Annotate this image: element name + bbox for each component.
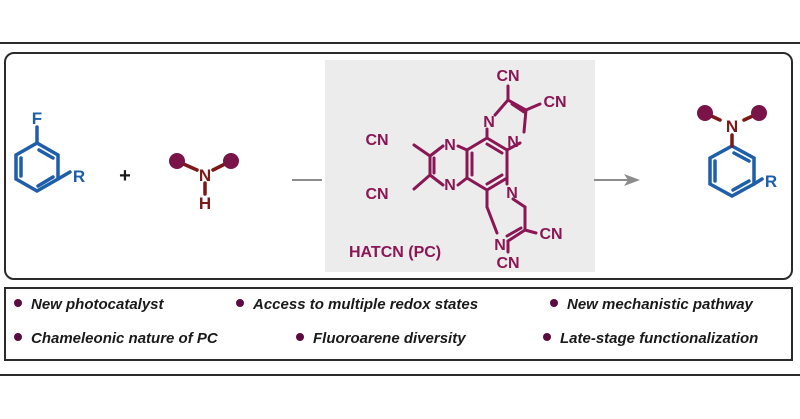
product-substituent-dot [751, 105, 767, 121]
reaction-scheme: F R + N H [14, 68, 777, 272]
plus-sign: + [119, 165, 131, 187]
amine-substituent-dot [169, 153, 185, 169]
nitrogen-atom-label: N [494, 237, 506, 254]
cyano-group-label: CN [365, 132, 388, 149]
fluorine-label: F [32, 109, 42, 128]
bullet-icon [14, 333, 22, 341]
nitrogen-atom-label: N [507, 134, 519, 151]
product-nitrogen-label: N [726, 117, 738, 136]
feature-text: New photocatalyst [31, 296, 164, 313]
amine-hydrogen-label: H [199, 194, 211, 213]
bullet-icon [14, 299, 22, 307]
bottom-rule [0, 374, 800, 376]
bullet-icon [296, 333, 304, 341]
feature-item: Chameleonic nature of PC [14, 330, 218, 347]
nitrogen-atom-label: N [506, 185, 518, 202]
catalyst-panel [325, 60, 595, 272]
top-rule [0, 42, 800, 44]
fluoroarene [14, 125, 72, 194]
cyano-group-label: CN [496, 255, 519, 272]
nitrogen-atom-label: N [444, 137, 456, 154]
bullet-icon [236, 299, 244, 307]
feature-text: Chameleonic nature of PC [31, 330, 218, 347]
bullet-icon [550, 299, 558, 307]
feature-item: Late-stage functionalization [543, 330, 758, 347]
amine-substituent-dot [223, 153, 239, 169]
feature-item: Fluoroarene diversity [296, 330, 466, 347]
hatcn-structure [412, 84, 542, 254]
feature-item: New mechanistic pathway [550, 296, 753, 313]
features-box: New photocatalyst Access to multiple red… [4, 287, 793, 361]
feature-text: Access to multiple redox states [253, 296, 479, 313]
cyano-group-label: CN [539, 226, 562, 243]
catalyst-name-label: HATCN (PC) [349, 244, 441, 261]
cyano-group-label: CN [543, 94, 566, 111]
feature-item: Access to multiple redox states [236, 296, 478, 313]
cyano-group-label: CN [365, 186, 388, 203]
cyano-group-label: CN [496, 68, 519, 85]
feature-item: New photocatalyst [14, 296, 164, 313]
feature-text: Late-stage functionalization [560, 330, 759, 347]
feature-text: New mechanistic pathway [567, 296, 753, 313]
aryl-substituent-label: R [73, 167, 85, 186]
aryl-amine-product [708, 144, 764, 198]
nitrogen-atom-label: N [483, 114, 495, 131]
amine-nitrogen-label: N [199, 166, 211, 185]
product-substituent-dot [697, 105, 713, 121]
feature-text: Fluoroarene diversity [313, 330, 466, 347]
nitrogen-atom-label: N [444, 177, 456, 194]
bullet-icon [543, 333, 551, 341]
reaction-arrowhead [624, 174, 640, 186]
product-substituent-label: R [765, 172, 777, 191]
